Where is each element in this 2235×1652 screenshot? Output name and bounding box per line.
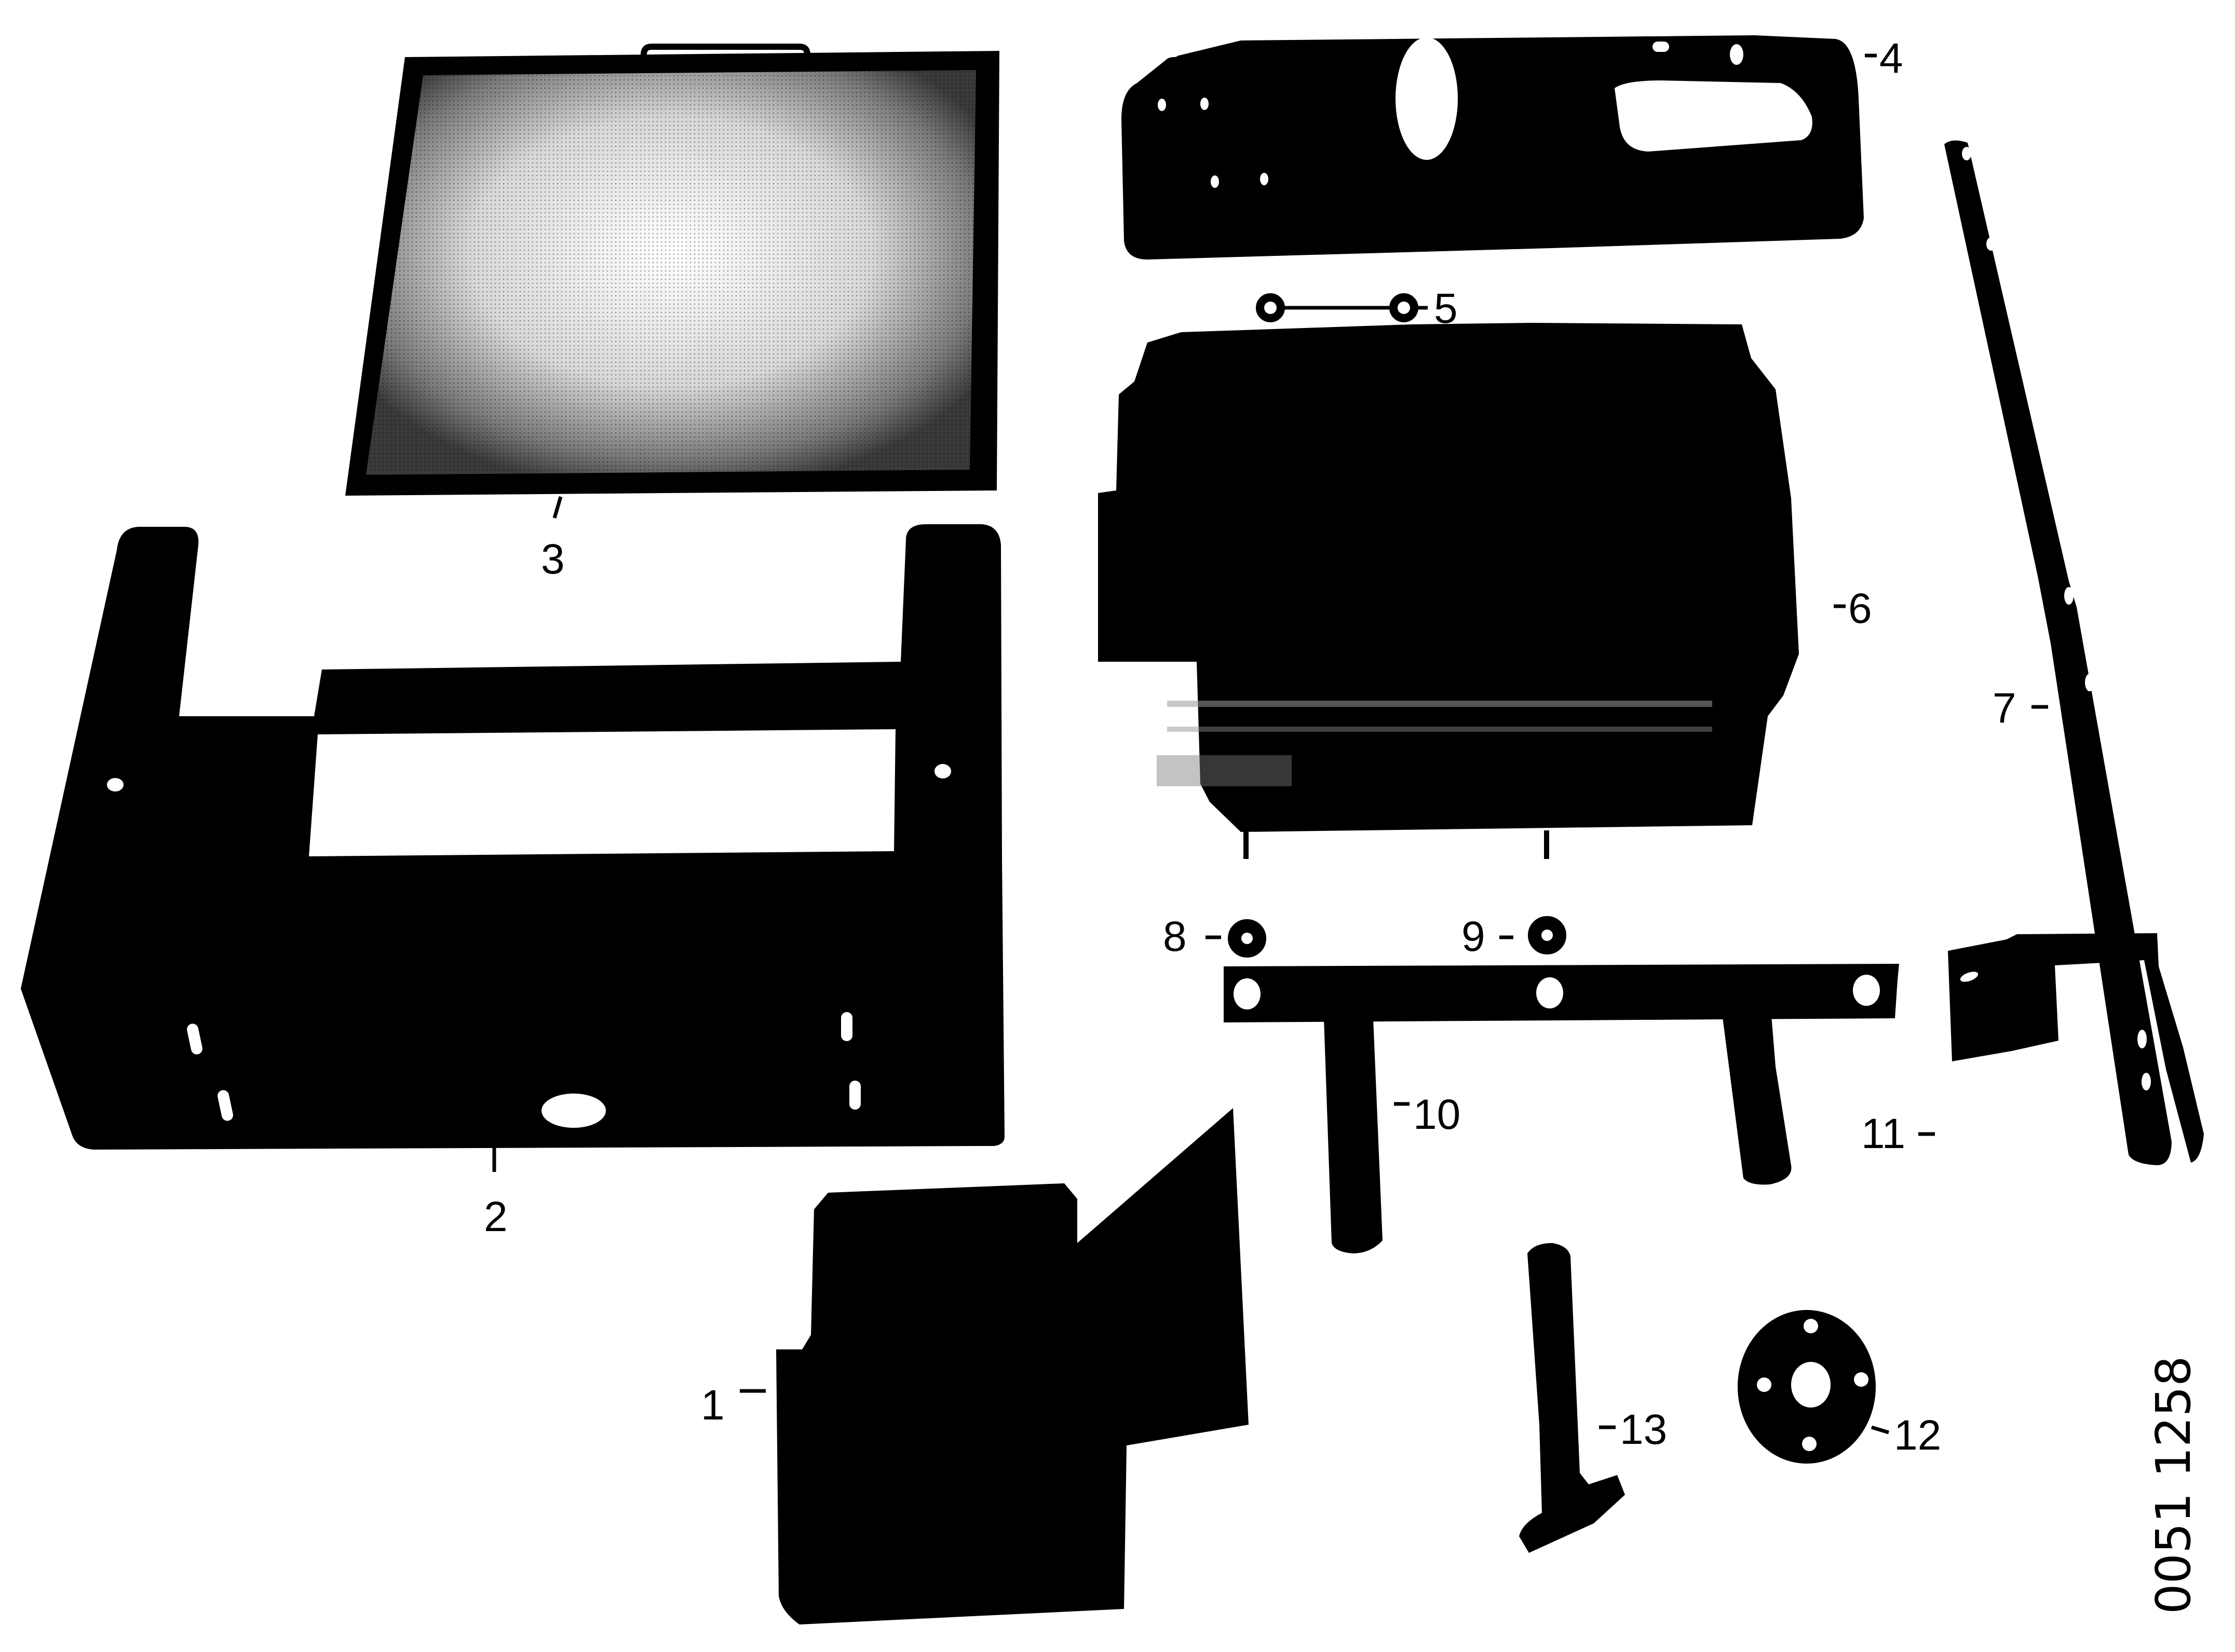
label-2: 2 <box>484 1193 508 1240</box>
leader-3 <box>552 496 563 518</box>
label-11: 11 <box>1861 1110 1905 1157</box>
label-12: 12 <box>1894 1412 1941 1459</box>
part-3-screen <box>345 44 999 496</box>
part-2-housing <box>21 524 1005 1150</box>
label-13: 13 <box>1620 1406 1667 1453</box>
label-10: 10 <box>1413 1091 1460 1138</box>
part-10-bracket <box>1224 964 1899 1253</box>
drawing-number: 0051 1258 <box>2146 1356 2201 1614</box>
label-6: 6 <box>1848 585 1872 632</box>
label-9: 9 <box>1461 913 1485 960</box>
label-7: 7 <box>1993 685 2016 732</box>
label-4: 4 <box>1879 35 1903 82</box>
part-1-shroud <box>776 1108 1249 1624</box>
label-3: 3 <box>541 536 565 583</box>
leader-12 <box>1871 1425 1890 1435</box>
part-11-angle-bracket <box>1948 933 2204 1163</box>
part-4-cover-plate <box>1121 35 1864 260</box>
part-12-flange-disc <box>1738 1310 1876 1464</box>
label-1: 1 <box>701 1382 725 1429</box>
label-8: 8 <box>1163 913 1187 960</box>
part-9-washer <box>1528 916 1566 954</box>
part-13-stay-rod <box>1519 1243 1625 1553</box>
part-5-washers <box>1256 293 1428 322</box>
part-8-washer <box>1228 919 1266 958</box>
part-7-strap <box>1944 140 2172 1166</box>
part-6-radiator <box>1098 323 1799 859</box>
